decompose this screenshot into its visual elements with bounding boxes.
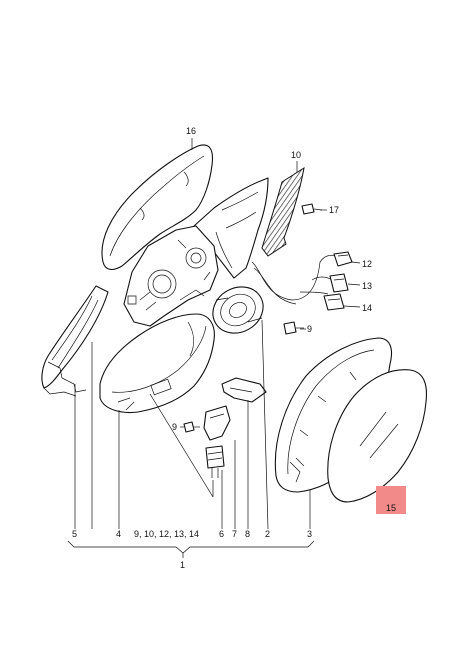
part-15-glass bbox=[327, 369, 428, 503]
callout-16: 16 bbox=[186, 126, 196, 136]
callout-8: 8 bbox=[245, 529, 250, 539]
callout-labels: 16 10 17 12 13 14 9 9 15 5 4 9, 10, 12, … bbox=[72, 126, 396, 570]
callout-15: 15 bbox=[386, 503, 396, 513]
connector-13 bbox=[329, 273, 349, 293]
callout-9-left: 9 bbox=[172, 422, 177, 432]
callout-12: 12 bbox=[362, 259, 372, 269]
callout-5: 5 bbox=[72, 529, 77, 539]
part-6-connector bbox=[205, 445, 225, 478]
callout-13: 13 bbox=[362, 281, 372, 291]
mirror-base bbox=[193, 177, 269, 279]
leader-lines bbox=[67, 138, 396, 558]
highlight-box-15 bbox=[376, 486, 406, 514]
screw-9-right bbox=[283, 321, 304, 335]
callout-9-right: 9 bbox=[307, 324, 312, 334]
callout-14: 14 bbox=[362, 303, 372, 313]
wiring-harness bbox=[251, 254, 337, 305]
connector-12 bbox=[333, 251, 353, 267]
screw-17 bbox=[301, 203, 323, 215]
callout-17: 17 bbox=[329, 205, 339, 215]
part-4-housing bbox=[99, 313, 215, 414]
part-7-holder bbox=[203, 405, 231, 441]
callout-group: 9, 10, 12, 13, 14 bbox=[134, 529, 199, 539]
part-3-carrier bbox=[274, 337, 393, 493]
part-5-indicator bbox=[41, 285, 109, 397]
part-10-seal bbox=[261, 166, 305, 257]
part-8-lamp bbox=[221, 377, 267, 403]
callout-4: 4 bbox=[116, 529, 121, 539]
part-16-cap bbox=[101, 144, 214, 271]
callout-10: 10 bbox=[291, 150, 301, 160]
adjustment-motor bbox=[212, 286, 264, 334]
callout-1: 1 bbox=[180, 560, 185, 570]
callout-3: 3 bbox=[307, 529, 312, 539]
callout-2: 2 bbox=[265, 529, 270, 539]
callout-6: 6 bbox=[219, 529, 224, 539]
connector-14 bbox=[323, 293, 345, 311]
mirror-bracket bbox=[123, 225, 219, 327]
callout-7: 7 bbox=[232, 529, 237, 539]
screw-9-left bbox=[183, 421, 200, 433]
